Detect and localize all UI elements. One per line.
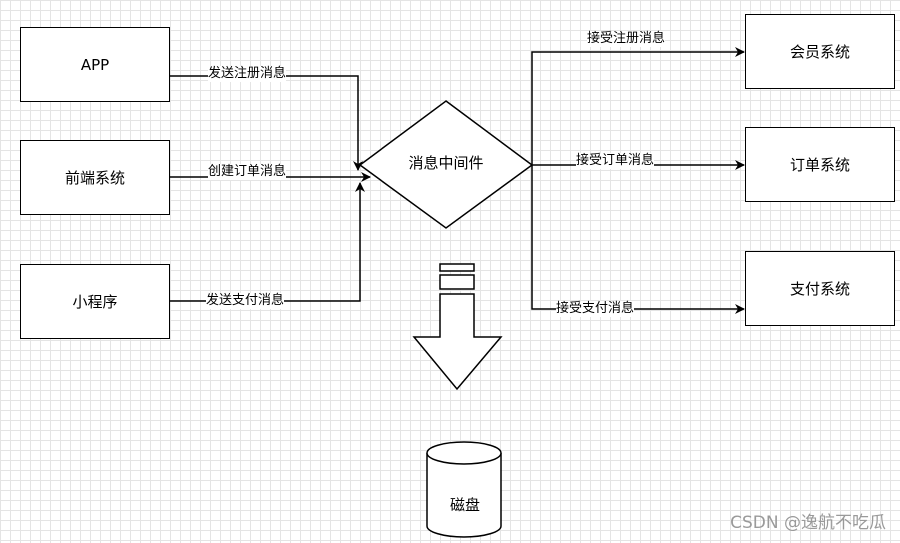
storage-bar-top <box>439 263 475 272</box>
edge-app-to-mq <box>170 75 363 171</box>
edge-label-mini-send: 发送支付消息 <box>206 293 285 309</box>
edge-mq-to-payment <box>531 165 745 314</box>
edge-label-app-send: 发送注册消息 <box>208 66 287 82</box>
node-app-label: APP <box>80 55 110 74</box>
node-member: 会员系统 <box>745 14 895 89</box>
edge-label-frontend-create: 创建订单消息 <box>208 164 287 180</box>
node-app: APP <box>20 27 170 102</box>
node-payment: 支付系统 <box>745 251 895 326</box>
edge-label-member-recv: 接受注册消息 <box>587 31 666 47</box>
node-mq-label: 消息中间件 <box>408 154 484 172</box>
node-order-label: 订单系统 <box>789 156 850 174</box>
edge-label-order-recv: 接受订单消息 <box>576 153 655 169</box>
node-disk-label: 磁盘 <box>449 496 480 514</box>
disk-cylinder <box>426 441 502 538</box>
edge-mini-to-mq <box>170 182 365 302</box>
node-member-label: 会员系统 <box>789 43 850 61</box>
watermark: CSDN @逸航不吃瓜 <box>730 513 886 533</box>
node-order: 订单系统 <box>745 127 895 202</box>
node-frontend-label: 前端系统 <box>64 169 125 187</box>
node-miniprogram-label: 小程序 <box>72 293 118 311</box>
node-payment-label: 支付系统 <box>789 280 850 298</box>
edge-mq-to-member <box>531 47 745 165</box>
storage-down-arrow <box>412 293 503 391</box>
mq-diamond <box>358 100 534 229</box>
edge-label-payment-recv: 接受支付消息 <box>556 301 635 317</box>
node-miniprogram: 小程序 <box>20 264 170 339</box>
node-frontend: 前端系统 <box>20 140 170 215</box>
storage-bar-middle <box>439 274 475 290</box>
